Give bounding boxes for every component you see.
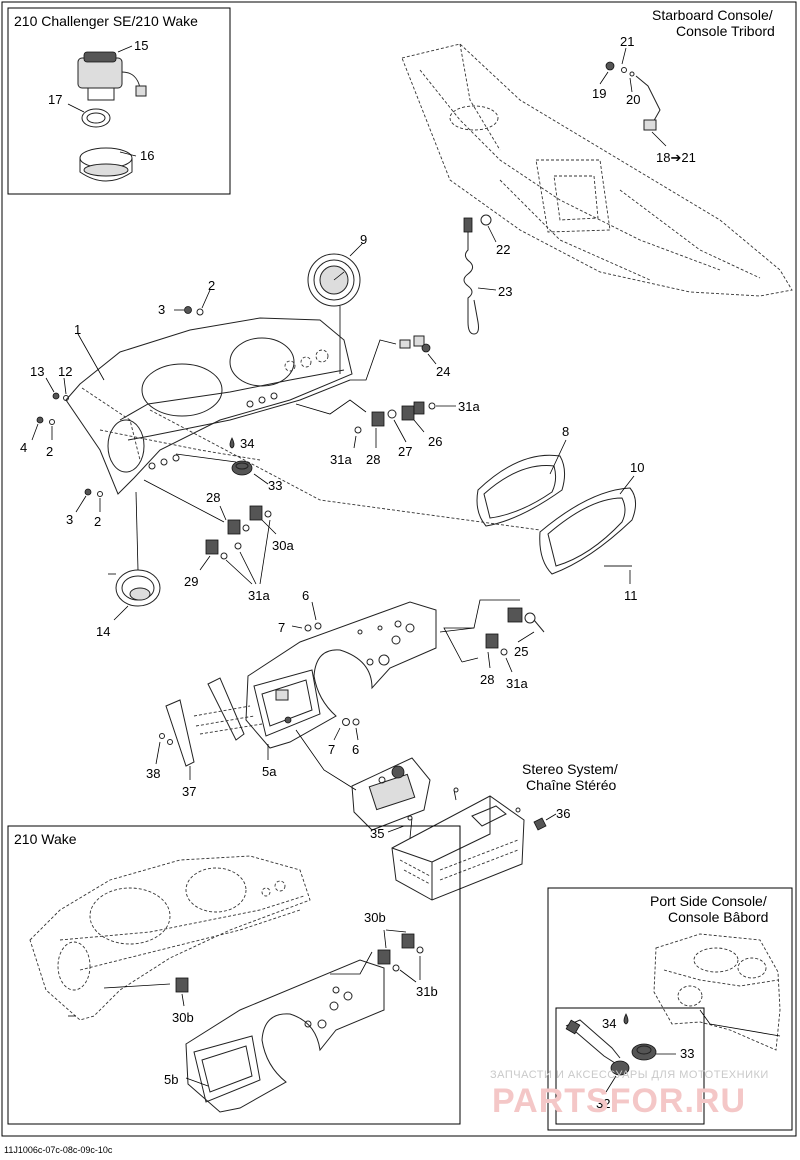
callout-31a-upper-left: 31a [330, 452, 352, 467]
callout-30b-bottom: 30b [172, 1010, 194, 1025]
callout-26: 26 [428, 434, 442, 449]
housing-part [79, 147, 133, 182]
callout-15: 15 [134, 38, 148, 53]
callout-31a-middle: 31a [248, 588, 270, 603]
callout-34-main: 34 [240, 436, 254, 451]
callout-27: 27 [398, 444, 412, 459]
callout-28-upper: 28 [366, 452, 380, 467]
callout-3-top: 3 [158, 302, 165, 317]
callout-28-right: 28 [480, 672, 494, 687]
callout-31b: 31b [416, 984, 438, 999]
callout-10: 10 [630, 460, 644, 475]
callout-28-middle: 28 [206, 490, 220, 505]
switch-group-upper: 24 31a 31a 28 27 26 [295, 335, 480, 467]
callout-2-bottom: 2 [94, 514, 101, 529]
switch-group-middle: 28 30a 29 31a [143, 479, 294, 603]
callout-24: 24 [436, 364, 450, 379]
callout-33-port: 33 [680, 1046, 694, 1061]
callout-17: 17 [48, 92, 62, 107]
callout-2-left: 2 [46, 444, 53, 459]
callout-5b: 5b [164, 1072, 178, 1087]
callout-35: 35 [370, 826, 384, 841]
callout-23: 23 [498, 284, 512, 299]
port-title-1: Port Side Console/ [650, 893, 767, 909]
starboard-console: Starboard Console/ Console Tribord 21 19… [401, 7, 793, 335]
callout-6-bottom: 6 [352, 742, 359, 757]
stereo-title-2: Chaîne Stéréo [526, 777, 616, 793]
box-title-challenger: 210 Challenger SE/210 Wake [14, 13, 198, 29]
callout-29: 29 [184, 574, 198, 589]
socket-part-33 [231, 460, 253, 476]
panel-5a-assembly: 6 7 7 6 5a 38 37 25 28 31a [146, 588, 545, 799]
callout-36: 36 [556, 806, 570, 821]
callout-12: 12 [58, 364, 72, 379]
box-210-wake: 210 Wake 5b 30b 31b 30b [7, 825, 461, 1125]
callout-20: 20 [626, 92, 640, 107]
callout-14: 14 [96, 624, 110, 639]
callout-31a-right: 31a [506, 676, 528, 691]
instrument-cluster: 8 10 11 [149, 409, 644, 603]
port-title-2: Console Bâbord [668, 909, 768, 925]
starboard-title-2: Console Tribord [676, 23, 775, 39]
stereo-system: Stereo System/ Chaîne Stéréo 36 35 [351, 757, 618, 901]
callout-30a: 30a [272, 538, 294, 553]
callout-13: 13 [30, 364, 44, 379]
callout-30b-top: 30b [364, 910, 386, 925]
callout-25: 25 [514, 644, 528, 659]
callout-4: 4 [20, 440, 27, 455]
callout-8: 8 [562, 424, 569, 439]
stereo-title-1: Stereo System/ [522, 761, 618, 777]
callout-22: 22 [496, 242, 510, 257]
callout-7-top: 7 [278, 620, 285, 635]
callout-11: 11 [624, 588, 638, 603]
callout-5a: 5a [262, 764, 277, 779]
box-challenger-wake: 210 Challenger SE/210 Wake 15 17 16 [7, 7, 231, 195]
callout-2-top: 2 [208, 278, 215, 293]
ring-part [81, 108, 111, 128]
gauge-part-9: 9 [307, 232, 367, 374]
diagram-border [1, 1, 797, 1137]
watermark-logo: PARTSFOR.RU [492, 1082, 746, 1120]
callout-34-port: 34 [602, 1016, 616, 1031]
callout-18-21: 18➔21 [656, 150, 696, 165]
callout-19: 19 [592, 86, 606, 101]
callout-31a-upper-right: 31a [458, 399, 480, 414]
callout-21: 21 [620, 34, 634, 49]
diagram-code: 11J1006c-07c-08c-09c-10c [4, 1145, 113, 1155]
callout-37: 37 [182, 784, 196, 799]
callout-38: 38 [146, 766, 160, 781]
callout-1: 1 [74, 322, 81, 337]
main-dashboard: 9 1 3 2 13 12 [20, 232, 367, 639]
wake-title: 210 Wake [14, 831, 77, 847]
fuse-holder-part [77, 51, 147, 101]
callout-32: 32 [596, 1096, 610, 1111]
callout-7-bottom: 7 [328, 742, 335, 757]
callout-9: 9 [360, 232, 367, 247]
callout-33-main: 33 [268, 478, 282, 493]
callout-16: 16 [140, 148, 154, 163]
box-port-console: Port Side Console/ Console Bâbord 34 33 … [547, 887, 793, 1131]
gauge-part-14: 14 [96, 491, 161, 639]
starboard-title-1: Starboard Console/ [652, 7, 773, 23]
watermark-small: ЗАПЧАСТИ И АКСЕССУАРЫ ДЛЯ МОТОТЕХНИКИ [490, 1069, 769, 1081]
callout-3-bottom: 3 [66, 512, 73, 527]
callout-6-top: 6 [302, 588, 309, 603]
